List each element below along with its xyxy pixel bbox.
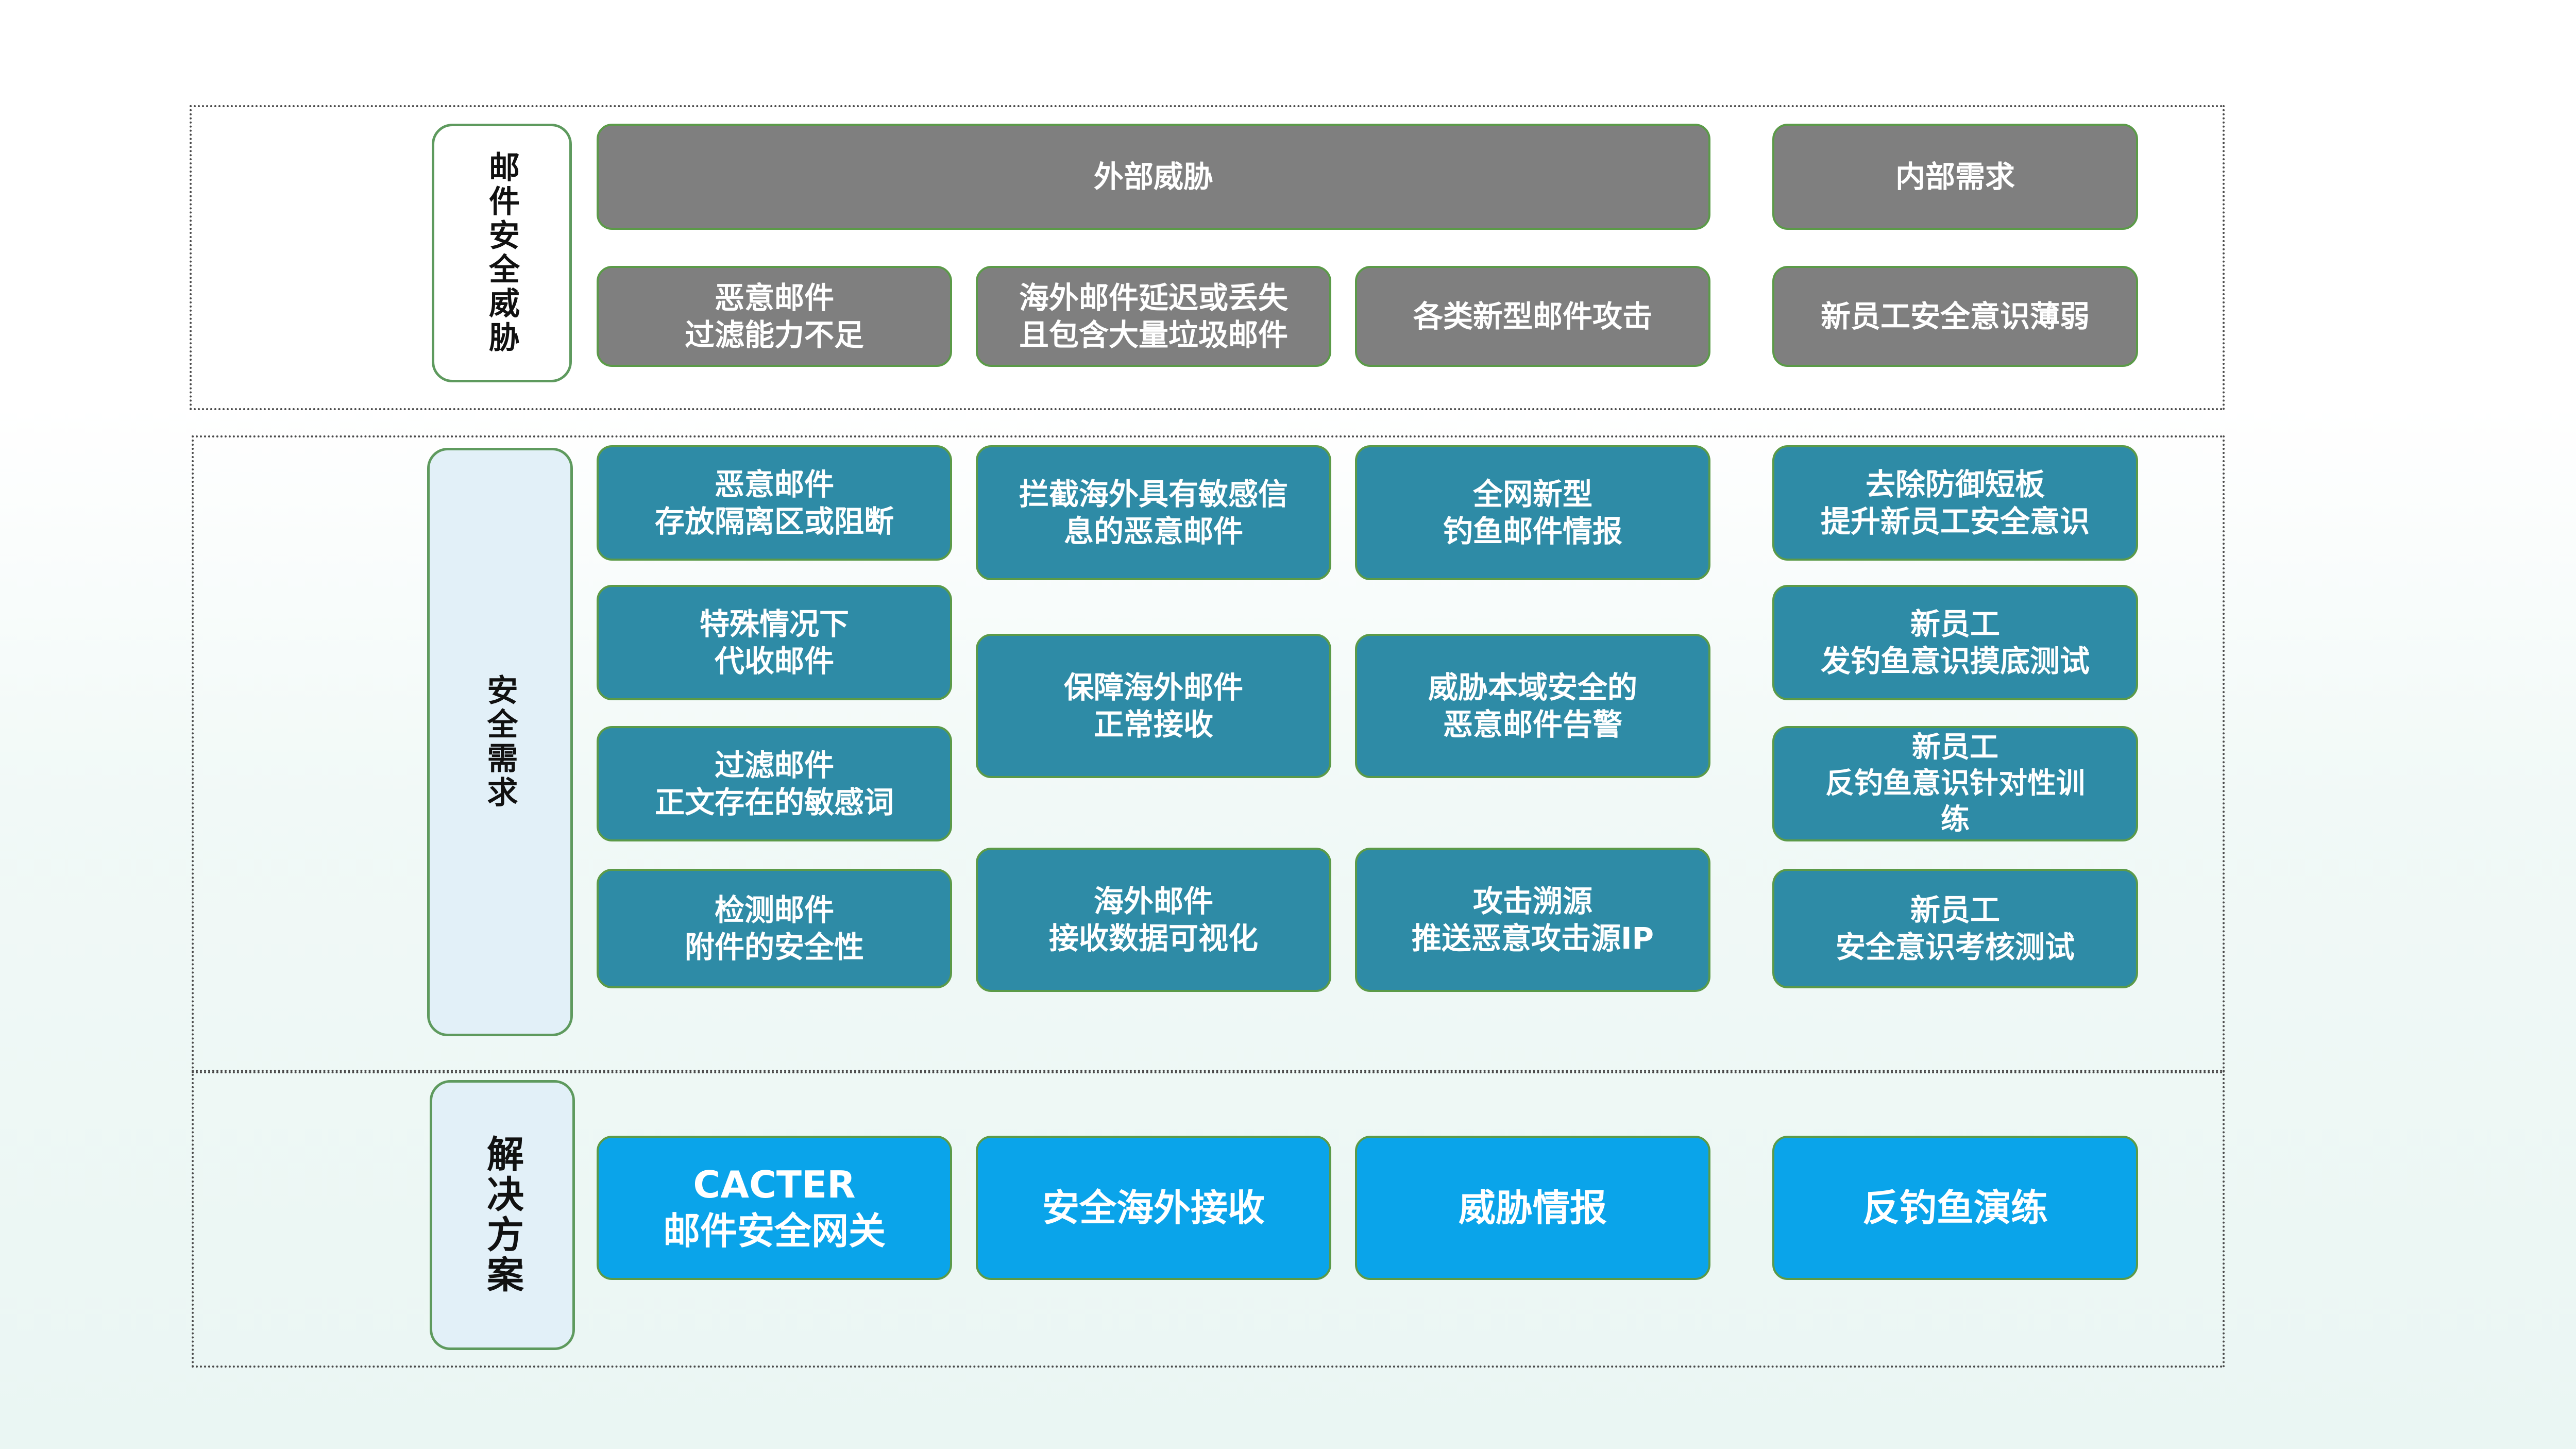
requirement-item: 过滤邮件 正文存在的敏感词 <box>597 726 952 841</box>
requirement-item: 特殊情况下 代收邮件 <box>597 585 952 700</box>
requirement-item: 攻击溯源 推送恶意攻击源IP <box>1355 848 1710 992</box>
solution-item: 威胁情报 <box>1355 1136 1710 1280</box>
solution-item: 安全海外接收 <box>976 1136 1331 1280</box>
threat-item: 各类新型邮件攻击 <box>1355 266 1710 367</box>
threat-item: 新员工安全意识薄弱 <box>1772 266 2138 367</box>
solution-item: CACTER 邮件安全网关 <box>597 1136 952 1280</box>
requirement-item: 去除防御短板 提升新员工安全意识 <box>1772 445 2138 561</box>
requirement-item: 拦截海外具有敏感信 息的恶意邮件 <box>976 445 1331 580</box>
threat-item: 海外邮件延迟或丢失 且包含大量垃圾邮件 <box>976 266 1331 367</box>
requirement-item: 新员工 安全意识考核测试 <box>1772 869 2138 988</box>
internal-threat-header: 内部需求 <box>1772 124 2138 230</box>
requirement-item: 威胁本域安全的 恶意邮件告警 <box>1355 634 1710 778</box>
solution-item: 反钓鱼演练 <box>1772 1136 2138 1280</box>
requirement-section-frame <box>192 435 2225 1073</box>
solution-section-frame <box>192 1070 2225 1368</box>
threat-section-label: 邮件安全威胁 <box>432 124 572 382</box>
requirement-item: 保障海外邮件 正常接收 <box>976 634 1331 778</box>
threat-item: 恶意邮件 过滤能力不足 <box>597 266 952 367</box>
requirement-item: 检测邮件 附件的安全性 <box>597 869 952 988</box>
solution-section-label: 解决方案 <box>430 1080 575 1350</box>
external-threat-header: 外部威胁 <box>597 124 1710 230</box>
requirement-item: 海外邮件 接收数据可视化 <box>976 848 1331 992</box>
requirement-section-label: 安全需求 <box>427 448 573 1036</box>
requirement-item: 恶意邮件 存放隔离区或阻断 <box>597 445 952 561</box>
requirement-item: 全网新型 钓鱼邮件情报 <box>1355 445 1710 580</box>
requirement-item: 新员工 发钓鱼意识摸底测试 <box>1772 585 2138 700</box>
threat-section-frame <box>190 105 2225 410</box>
requirement-item: 新员工 反钓鱼意识针对性训 练 <box>1772 726 2138 841</box>
